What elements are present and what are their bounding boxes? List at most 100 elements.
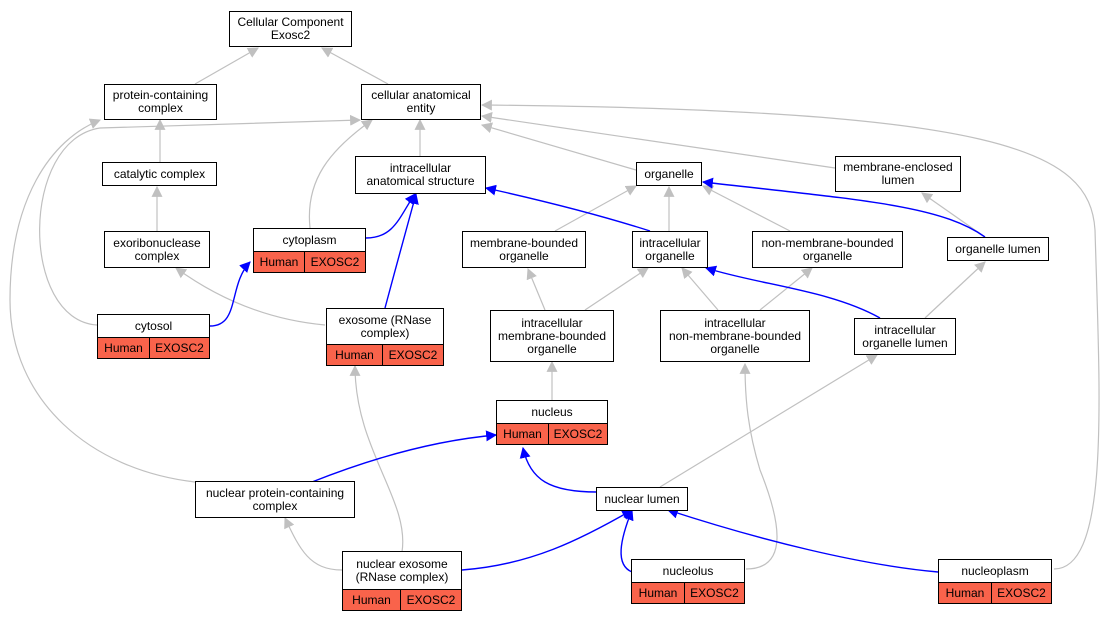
node-title: nucleolus: [662, 563, 714, 578]
node-title: nucleoplasm: [961, 563, 1029, 578]
edge-npl-cae: [480, 99, 1100, 570]
edge-nmbo-org: [702, 185, 791, 232]
gene-cell: EXOSC2: [406, 593, 456, 607]
annotation-row: Human EXOSC2: [632, 582, 744, 603]
edge-cyt-cae: [308, 119, 373, 229]
node-organelle[interactable]: organelle: [636, 162, 702, 186]
edge-nexo-nl: [461, 509, 633, 571]
species-cell: Human: [939, 583, 992, 603]
edge-nol-inmbo: [739, 362, 778, 570]
node-title: exosome (RNase complex): [338, 312, 432, 340]
node-intracellular-anatomical-structure[interactable]: intracellular anatomical structure: [355, 156, 486, 194]
edge-npcc-pcc: [9, 118, 196, 483]
node-title: membrane-bounded organelle: [469, 235, 579, 263]
node-cytosol[interactable]: cytosol Human EXOSC2: [97, 314, 210, 359]
node-nucleus[interactable]: nucleus Human EXOSC2: [496, 400, 608, 445]
species-cell: Human: [497, 424, 549, 444]
edge-mbo-org: [554, 185, 637, 232]
node-cytoplasm[interactable]: cytoplasm Human EXOSC2: [253, 228, 366, 273]
edge-cytosol-cyt: [209, 261, 251, 327]
edge-nol-nl: [620, 508, 634, 573]
annotation-row: Human EXOSC2: [939, 582, 1051, 603]
edge-cytosol-cae: [39, 114, 362, 326]
node-title: membrane-enclosed lumen: [843, 160, 953, 187]
edge-iol-io: [704, 265, 881, 319]
node-nucleolus[interactable]: nucleolus Human EXOSC2: [631, 559, 745, 604]
node-nuclear-exosome-rnase-complex[interactable]: nuclear exosome (RNase complex) Human EX…: [342, 551, 462, 611]
edge-iol-ol: [924, 261, 986, 319]
gene-cell: EXOSC2: [553, 427, 603, 441]
node-organelle-lumen[interactable]: organelle lumen: [947, 237, 1049, 261]
annotation-row: Human EXOSC2: [327, 344, 443, 365]
species-cell: Human: [632, 583, 685, 603]
annotation-row: Human EXOSC2: [254, 251, 365, 272]
edge-npcc-nuc: [311, 430, 498, 483]
node-intracellular-non-membrane-bounded-organelle[interactable]: intracellular non-membrane-bounded organ…: [660, 310, 810, 362]
species-cell: Human: [343, 590, 401, 610]
node-non-membrane-bounded-organelle[interactable]: non-membrane-bounded organelle: [752, 231, 903, 268]
node-title: cytoplasm: [282, 232, 337, 247]
node-intracellular-organelle-lumen[interactable]: intracellular organelle lumen: [854, 318, 956, 355]
edge-pcc-root: [194, 47, 259, 85]
node-title: cytosol: [134, 318, 173, 333]
gene-cell: EXOSC2: [155, 341, 204, 355]
gene-cell: EXOSC2: [310, 255, 360, 269]
gene-cell: EXOSC2: [997, 586, 1046, 600]
edge-nl-iol: [659, 354, 878, 488]
node-title: nuclear exosome (RNase complex): [355, 556, 449, 584]
edge-exo-exr: [175, 267, 326, 326]
node-cellular-anatomical-entity[interactable]: cellular anatomical entity: [361, 84, 481, 120]
node-nuclear-protein-containing-complex[interactable]: nuclear protein-containing complex: [195, 481, 355, 518]
annotation-row: Human EXOSC2: [343, 589, 461, 610]
node-title: exoribonuclease complex: [113, 235, 201, 263]
node-membrane-bounded-organelle[interactable]: membrane-bounded organelle: [462, 231, 586, 268]
node-cellular-component-exosc2[interactable]: Cellular Component Exosc2: [229, 11, 352, 47]
node-title: non-membrane-bounded organelle: [761, 235, 894, 263]
node-title: nuclear lumen: [604, 491, 680, 506]
node-title: nucleus: [531, 404, 573, 419]
edge-ol-mel: [921, 192, 983, 236]
edge-nexo-exo: [349, 364, 404, 553]
edge-imbo-mbo: [526, 267, 546, 311]
node-title: protein-containing complex: [112, 88, 209, 115]
edge-inmbo-io: [681, 267, 719, 311]
node-exosome-rnase-complex[interactable]: exosome (RNase complex) Human EXOSC2: [326, 308, 444, 366]
node-nucleoplasm[interactable]: nucleoplasm Human EXOSC2: [938, 559, 1052, 604]
node-title: intracellular anatomical structure: [366, 161, 475, 188]
node-title: nuclear protein-containing complex: [205, 485, 345, 513]
edge-cae-root: [321, 47, 389, 85]
node-title: intracellular membrane-bounded organelle: [497, 315, 607, 356]
node-title: organelle: [644, 166, 694, 181]
node-exoribonuclease-complex[interactable]: exoribonuclease complex: [104, 231, 210, 268]
edge-mel-cae: [480, 112, 836, 169]
node-catalytic-complex[interactable]: catalytic complex: [102, 162, 217, 186]
edge-imbo-io: [584, 267, 649, 311]
node-title: intracellular organelle lumen: [862, 322, 948, 350]
species-cell: Human: [327, 345, 383, 365]
node-title: cellular anatomical entity: [371, 88, 471, 115]
node-protein-containing-complex[interactable]: protein-containing complex: [104, 84, 217, 120]
gene-cell: EXOSC2: [690, 586, 739, 600]
node-nuclear-lumen[interactable]: nuclear lumen: [596, 487, 688, 511]
node-intracellular-membrane-bounded-organelle[interactable]: intracellular membrane-bounded organelle: [490, 310, 614, 362]
node-title: catalytic complex: [113, 166, 206, 181]
node-title: Cellular Component Exosc2: [237, 15, 344, 42]
edge-cyt-ias: [365, 193, 416, 239]
edge-org-cae: [480, 122, 637, 171]
species-cell: Human: [254, 252, 305, 272]
species-cell: Human: [98, 338, 150, 358]
edge-inmbo-nmbo: [759, 267, 813, 311]
gene-cell: EXOSC2: [388, 348, 438, 362]
edge-io-ias: [484, 184, 651, 232]
edge-exo-ias: [384, 192, 419, 309]
node-membrane-enclosed-lumen[interactable]: membrane-enclosed lumen: [835, 156, 961, 192]
node-intracellular-organelle[interactable]: intracellular organelle: [632, 231, 708, 268]
node-title: intracellular organelle: [639, 235, 701, 263]
edge-ol-org: [701, 177, 986, 238]
edge-nl-nuc: [519, 446, 598, 493]
annotation-row: Human EXOSC2: [497, 423, 607, 444]
edge-nexo-npcc: [284, 517, 343, 571]
node-title: organelle lumen: [955, 241, 1041, 256]
edge-npl-nl: [666, 507, 939, 573]
